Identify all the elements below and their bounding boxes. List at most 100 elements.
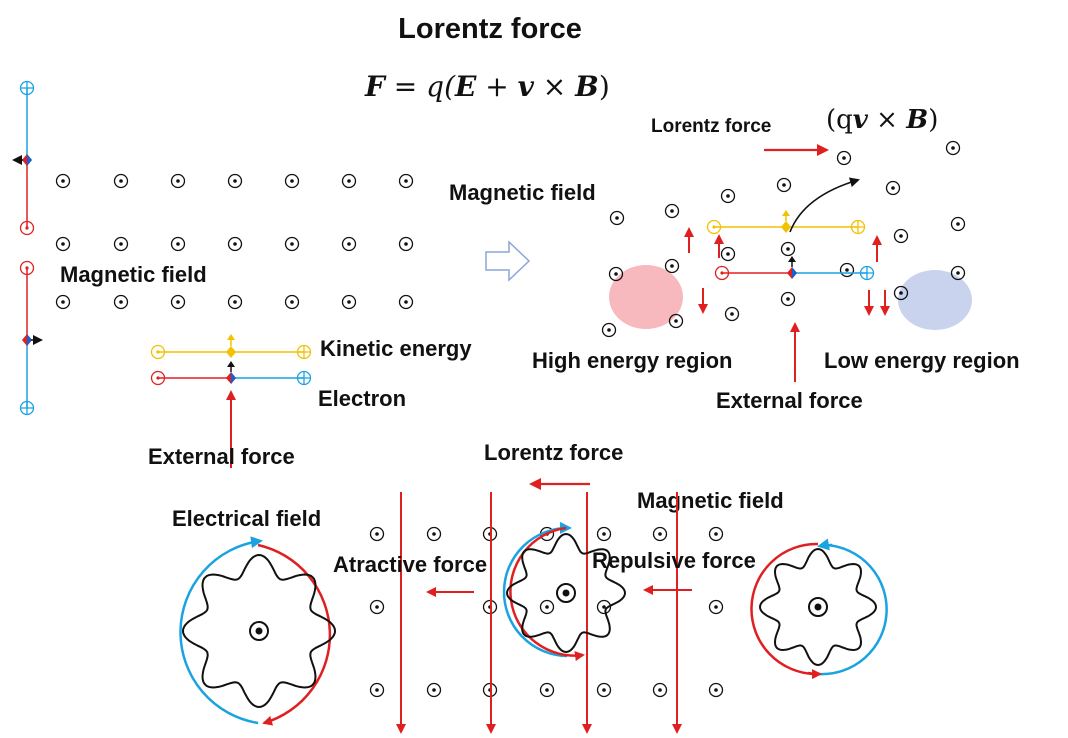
kinetic-charge-icon [850,219,866,235]
page-title: Lorentz force [398,13,582,45]
field-dot-icon [113,173,129,189]
lorentz-force-label: Lorentz force [651,116,771,137]
term-part: × [868,105,906,135]
field-dot-icon [708,526,724,542]
field-dot-icon [776,177,792,193]
magnetic-field-grid [55,173,414,310]
field-dot-icon [945,140,961,156]
positive-charge-icon [19,80,35,96]
field-dot-icon [341,236,357,252]
field-arc-blue [502,521,572,658]
particle-icon [226,334,236,358]
field-arc-blue [817,543,888,676]
field-dot-icon [369,599,385,615]
field-dot-icon [950,216,966,232]
field-dot-icon [539,682,555,698]
transition-arrow-icon [485,240,531,282]
field-dot-icon [664,258,680,274]
particle-icon [787,256,797,279]
field-dot-icon [668,313,684,329]
equation-b-symbol: B [574,70,599,103]
equation-force-symbol: F [364,70,387,103]
field-dot-icon [369,526,385,542]
electrical-field-label: Electrical field [172,506,321,531]
field-dot-icon [170,173,186,189]
lorentz-force-label: Lorentz force [484,440,623,465]
field-dot-icon [652,682,668,698]
field-dot-icon [284,236,300,252]
field-dot-icon [369,682,385,698]
field-dot-icon [227,173,243,189]
field-dot-icon [398,236,414,252]
positive-charge-icon [19,400,35,416]
field-arc-red-head [807,669,822,680]
field-dot-icon [839,262,855,278]
field-dot-icon [426,526,442,542]
term-part: ) [928,105,938,135]
magnetic-field-label: Magnetic field [60,262,207,287]
field-dot-icon [284,173,300,189]
kinetic-charge-icon [296,344,312,360]
field-arc-blue-head [817,538,833,551]
field-dot-icon [227,294,243,310]
term-v-symbol: v [853,105,869,135]
field-dot-icon [652,526,668,542]
field-center-icon [249,621,269,641]
field-dot-icon [341,173,357,189]
field-dot-icon [55,294,71,310]
field-dot-icon [601,322,617,338]
field-dot-icon [720,188,736,204]
electron-label: Electron [318,386,406,411]
field-arc-red [750,542,819,676]
particle-icon [12,154,32,166]
field-dot-icon [426,682,442,698]
lorentz-equation: F = q(E + v × B) [364,70,610,103]
field-arc-red [257,543,332,726]
electric-field-loop-right [750,538,888,680]
wavy-orbit [505,532,627,654]
field-dot-icon [113,236,129,252]
equation-v-symbol: v [518,70,535,103]
particle-icon [226,361,236,384]
field-dot-icon [113,294,129,310]
left-panel: Magnetic field Kinetic energy Electron E… [12,80,472,469]
field-dot-icon [596,526,612,542]
field-dot-icon [398,173,414,189]
field-dot-icon [609,210,625,226]
magnetic-field-label: Magnetic field [449,180,596,205]
positive-charge-icon [296,370,312,386]
field-dot-icon [720,246,736,262]
field-dot-icon [398,294,414,310]
field-dot-icon [836,150,852,166]
field-dot-icon [885,180,901,196]
field-dot-icon [708,599,724,615]
field-center-icon [556,583,576,603]
high-energy-region-label: High energy region [532,348,732,373]
repulsive-force-label: Repulsive force [592,548,756,573]
field-dot-icon [341,294,357,310]
term-b-symbol: B [905,105,928,135]
particle-icon [781,210,791,233]
field-dot-icon [170,236,186,252]
field-center-dot [814,603,822,611]
low-energy-region-label: Low energy region [824,348,1020,373]
right-panel: Lorentz force (qv × B) Magnetic field [449,105,1020,413]
field-dot-icon [170,294,186,310]
high-energy-region-blob [609,265,683,329]
qvb-term: (qv × B) [826,105,938,135]
equation-part: ) [599,70,610,103]
low-energy-region-blob [898,270,972,330]
external-force-label: External force [716,388,863,413]
equation-part: = q( [385,70,456,103]
field-dot-icon [893,228,909,244]
external-force-label: External force [148,444,295,469]
field-dot-icon [227,236,243,252]
field-dot-icon [55,236,71,252]
kinetic-energy-label: Kinetic energy [320,336,472,361]
equation-part: + [476,70,517,103]
field-dot-icon [284,294,300,310]
field-arc-blue [179,536,263,725]
positive-charge-icon [859,265,875,281]
